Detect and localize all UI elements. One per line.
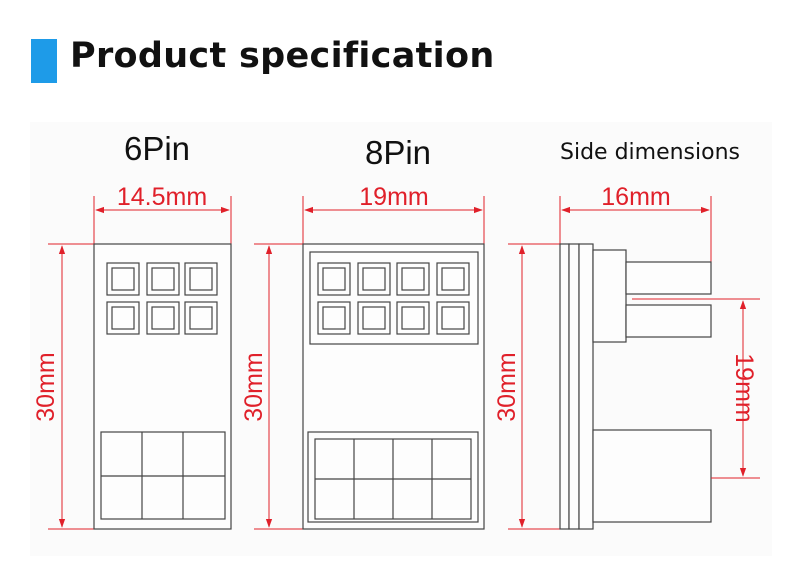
- side-plate-outer: [559, 243, 570, 530]
- pin8-top-frame: [309, 251, 479, 345]
- pin6-width-dim: 14.5mm: [117, 183, 207, 211]
- pin8-height-dim: 30mm: [240, 352, 268, 421]
- side-label: Side dimensions: [560, 140, 740, 165]
- pin6-bottom-socket: [100, 431, 226, 520]
- page-title: Product specification: [70, 36, 495, 76]
- side-width-dim: 16mm: [601, 183, 670, 211]
- side-view: Side dimensions 16mm 30mm 19mm: [493, 140, 760, 530]
- pin8-bottom-socket: [307, 431, 479, 523]
- side-height-dim: 30mm: [493, 352, 521, 421]
- pin8-width-dim: 19mm: [359, 183, 428, 211]
- side-offset-dim: 19mm: [730, 353, 758, 422]
- side-plate-inner: [578, 243, 594, 530]
- side-pin-upper: [625, 261, 712, 295]
- side-upper-housing: [592, 249, 627, 343]
- pin6-body: [93, 243, 232, 530]
- pin6-top-pins: [106, 262, 218, 335]
- side-lower-socket: [592, 429, 712, 523]
- pin6-view: 6Pin 14.5mm 30mm: [32, 130, 232, 530]
- side-pin-lower: [625, 304, 712, 338]
- pin6-label: 6Pin: [124, 130, 190, 167]
- title-accent-bar: [31, 39, 57, 83]
- pin6-height-dim: 30mm: [32, 352, 60, 421]
- pin8-view: 8Pin 19mm 30mm: [240, 134, 485, 530]
- pin8-top-pins: [317, 262, 470, 335]
- pin8-label: 8Pin: [365, 134, 431, 171]
- side-plate-middle: [568, 243, 580, 530]
